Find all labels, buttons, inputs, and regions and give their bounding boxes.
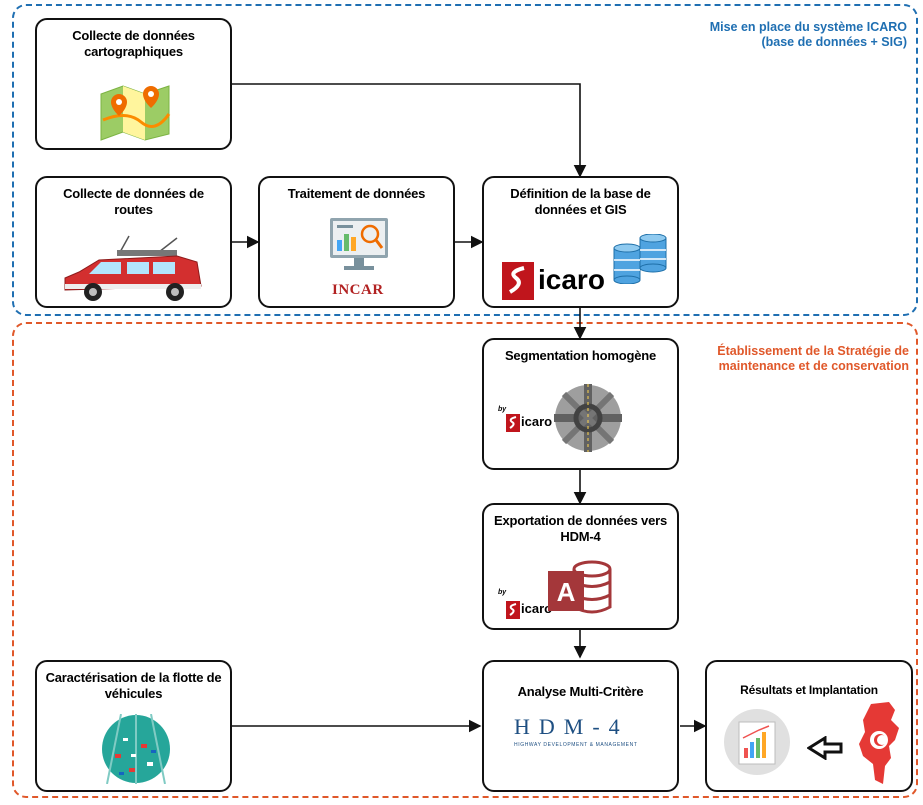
box-title-collecte-routes: Collecte de données de routes: [63, 186, 204, 217]
region-maintenance-strategy: [12, 322, 918, 798]
box-caracterisation: Caractérisation de la flotte de véhicule…: [35, 660, 232, 792]
box-exportation: Exportation de données vers HDM-4 by ica…: [482, 503, 679, 630]
box-title-analyse: Analyse Multi-Critère: [517, 684, 644, 699]
data-analysis-monitor-icon: [330, 218, 388, 270]
box-collecte-cartographiques: Collecte de données cartographiques: [35, 18, 232, 150]
traffic-highway-icon: [102, 714, 170, 784]
box-traitement: Traitement de données INCAR: [258, 176, 455, 308]
icaro-logo-small: icaro: [521, 414, 553, 429]
box-resultats: Résultats et Implantation: [705, 660, 913, 792]
box-title-traitement: Traitement de données: [287, 186, 426, 201]
survey-vehicle-icon: [64, 235, 202, 301]
box-title-segmentation: Segmentation homogène: [504, 348, 657, 363]
icaro-logo: icaro: [538, 264, 605, 295]
box-title-caracterisation: Caractérisation de la flotte de véhicule…: [45, 670, 222, 701]
incar-logo: INCAR: [332, 282, 384, 298]
box-analyse: Analyse Multi-Critère HDM-4 HIGHWAY DEVE…: [482, 660, 679, 792]
access-database-icon: A: [548, 560, 612, 614]
hdm4-logo: HDM-4: [514, 714, 629, 739]
icaro-logo-mark: [506, 601, 520, 619]
hdm4-logo-subtitle: HIGHWAY DEVELOPMENT & MANAGEMENT: [514, 742, 638, 748]
region-label-icaro-setup: Mise en place du système ICARO (base de …: [709, 20, 907, 49]
database-icon: [613, 234, 667, 284]
report-charts-icon: [724, 709, 790, 775]
box-title-resultats: Résultats et Implantation: [740, 683, 878, 697]
box-title-collecte-cartographiques: Collecte de données cartographiques: [72, 28, 195, 59]
icaro-logo-small: icaro: [521, 601, 553, 616]
by-label: by: [498, 589, 507, 596]
road-interchange-icon: [554, 384, 622, 452]
tunisia-map-icon: [859, 702, 899, 784]
box-definition: Définition de la base de données et GIS …: [482, 176, 679, 308]
icaro-logo-mark: [502, 262, 534, 300]
icaro-logo-mark: [506, 414, 520, 432]
handshake-arrow-icon: [807, 736, 843, 760]
box-title-definition: Définition de la base de données et GIS: [510, 186, 651, 217]
region-icaro-setup: [12, 4, 918, 316]
box-segmentation: Segmentation homogène by icaro: [482, 338, 679, 470]
box-title-exportation: Exportation de données vers HDM-4: [493, 513, 668, 544]
svg-text:A: A: [557, 577, 576, 607]
by-label: by: [498, 406, 507, 413]
box-collecte-routes: Collecte de données de routes: [35, 176, 232, 308]
map-icon: [100, 85, 171, 141]
region-label-maintenance-strategy: Établissement de la Stratégie de mainten…: [717, 344, 909, 373]
